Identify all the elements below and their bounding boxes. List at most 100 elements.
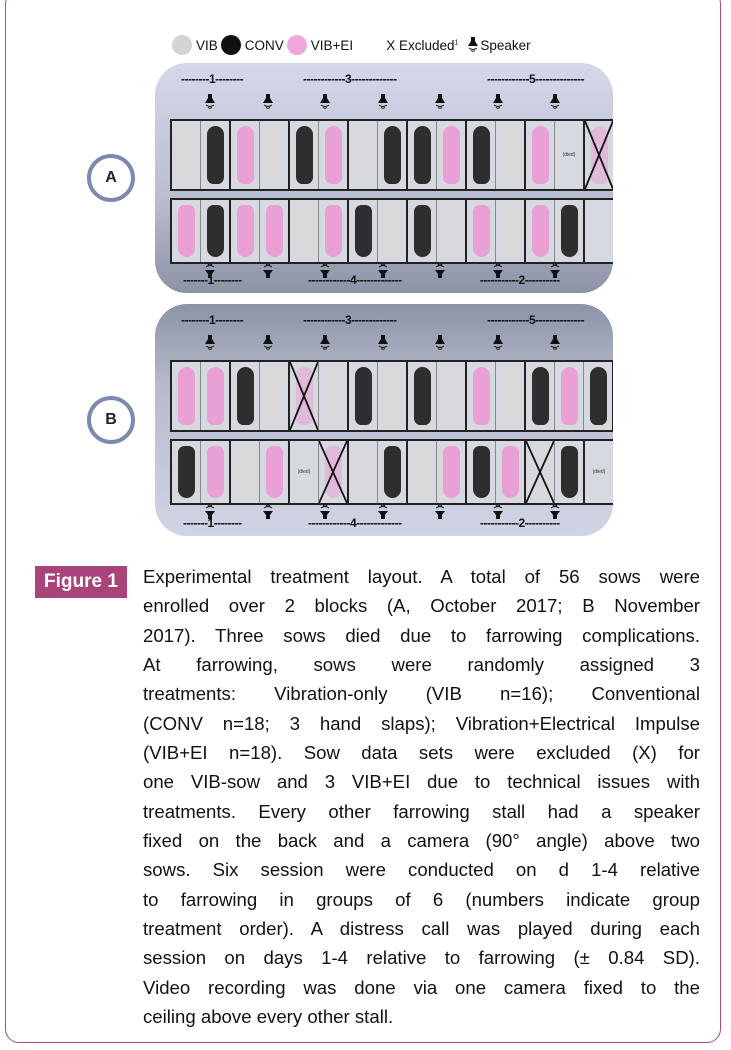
farrowing-stall xyxy=(465,439,526,505)
farrowing-stall xyxy=(229,198,290,264)
bottom-group-label: -------1-------- xyxy=(183,273,242,287)
excluded-label: X Excluded xyxy=(386,37,455,53)
sow-vib xyxy=(442,367,460,425)
vib-ei-swatch-icon xyxy=(286,35,307,55)
sow-conv xyxy=(295,126,313,184)
sow-vib-ei xyxy=(531,205,549,257)
speaker-icon xyxy=(548,263,562,279)
bottom-group-label: -------1-------- xyxy=(183,516,242,530)
sow-vib xyxy=(177,126,195,184)
stall-cell xyxy=(349,200,378,262)
stall-cell xyxy=(349,441,378,503)
stall-cell xyxy=(289,361,319,431)
sow-vib xyxy=(354,446,372,498)
farrowing-stall xyxy=(524,198,585,264)
caption-line: fixed on the back and a camera (90° angl… xyxy=(143,830,700,852)
stall-cell xyxy=(467,441,496,503)
farrowing-stall xyxy=(583,198,613,264)
speaker-icon xyxy=(203,263,217,279)
sow-vib xyxy=(383,205,401,257)
caption-line: treatments: Vibration-only (VIB n=16); C… xyxy=(143,683,700,705)
speaker-label: Speaker xyxy=(480,37,531,53)
speaker-icon xyxy=(433,504,447,520)
stall-cell xyxy=(231,121,260,189)
sow-vib xyxy=(354,126,372,184)
panel-label: B xyxy=(105,411,117,428)
stall-cell: (died) xyxy=(555,121,583,189)
panel-a-badge: A xyxy=(87,154,135,202)
sow-vib-ei xyxy=(236,205,254,257)
speaker-icon xyxy=(433,94,447,110)
sow-conv xyxy=(531,367,549,425)
caption-line: to farrowing in groups of 6 (numbers ind… xyxy=(143,888,700,910)
top-group-label: ------------3------------- xyxy=(303,313,397,327)
died-label: (died) xyxy=(297,469,311,475)
stall-cell xyxy=(437,121,465,189)
excluded-x-icon xyxy=(525,440,555,504)
farrowing-stall: (died) xyxy=(583,439,613,505)
stall-cell xyxy=(260,441,288,503)
sow-conv xyxy=(354,367,372,425)
sow-vib xyxy=(324,367,342,425)
excluded-footnote: 1 xyxy=(454,39,459,46)
stall-cell xyxy=(201,441,229,503)
speaker-icon xyxy=(318,504,332,520)
stall-cell xyxy=(378,441,406,503)
stall-cell xyxy=(349,362,378,430)
panel-b-badge: B xyxy=(87,396,135,444)
speaker-icon xyxy=(468,37,479,52)
stall-cell xyxy=(172,441,201,503)
caption-line: one VIB-sow and 3 VIB+EI due to technica… xyxy=(143,771,700,793)
sow-vib xyxy=(236,446,254,498)
stall-cell xyxy=(555,362,584,430)
speaker-icon xyxy=(203,335,217,351)
sow-vib xyxy=(383,367,401,425)
speaker-icon xyxy=(318,94,332,110)
speaker-icon xyxy=(491,263,505,279)
sow-vib-ei xyxy=(560,367,578,425)
sow-vib xyxy=(501,205,519,257)
figure-caption: Experimental treatment layout. A total o… xyxy=(143,562,700,1032)
conv-swatch-icon xyxy=(220,35,241,55)
sow-vib xyxy=(442,205,460,257)
caption-line: sows. Six session were conducted on d 1-… xyxy=(143,859,700,881)
farrowing-stall xyxy=(288,198,349,264)
stall-cell xyxy=(260,121,288,189)
stall-cell xyxy=(437,441,465,503)
speaker-icon xyxy=(261,335,275,351)
sow-vib-ei xyxy=(442,446,460,498)
stall-cell xyxy=(585,200,613,262)
stall-cell xyxy=(525,440,555,504)
caption-line: Experimental treatment layout. A total o… xyxy=(143,566,700,587)
top-stall-row: (died) xyxy=(170,119,613,191)
caption-line: (CONV n=18; 3 hand slaps); Vibration+Ele… xyxy=(143,712,700,734)
sow-vib xyxy=(501,367,519,425)
died-label: (died) xyxy=(592,469,606,475)
farrowing-stall xyxy=(288,119,349,191)
stall-cell xyxy=(349,121,378,189)
sow-conv xyxy=(472,446,490,498)
bottom-group-label: -----------2---------- xyxy=(480,273,560,287)
speaker-icon xyxy=(491,335,505,351)
caption-line: session on days 1-4 relative to farrowin… xyxy=(143,947,700,969)
farrowing-stall xyxy=(288,360,349,432)
panel-b-layout: --------1--------------------3----------… xyxy=(155,304,613,536)
speaker-icon xyxy=(376,504,390,520)
figure-label-text: Figure 1 xyxy=(44,571,118,592)
sow-conv xyxy=(413,126,431,184)
stall-cell xyxy=(201,121,229,189)
panel-label: A xyxy=(105,169,117,186)
speaker-icon xyxy=(203,94,217,110)
speaker-icon xyxy=(433,335,447,351)
sow-conv xyxy=(383,446,401,498)
stall-cell xyxy=(319,200,347,262)
speaker-icon xyxy=(548,504,562,520)
speaker-icon xyxy=(491,94,505,110)
caption-line: (VIB+EI n=18). Sow data sets were exclud… xyxy=(143,742,700,764)
farrowing-stall xyxy=(406,198,467,264)
sow-vib-ei xyxy=(472,205,490,257)
bottom-stall-row: (died) (died) xyxy=(170,439,613,505)
sow-conv xyxy=(383,126,401,184)
stall-cell xyxy=(172,121,201,189)
legend: VIB CONV VIB+EI X Excluded1 Speaker xyxy=(172,34,531,56)
